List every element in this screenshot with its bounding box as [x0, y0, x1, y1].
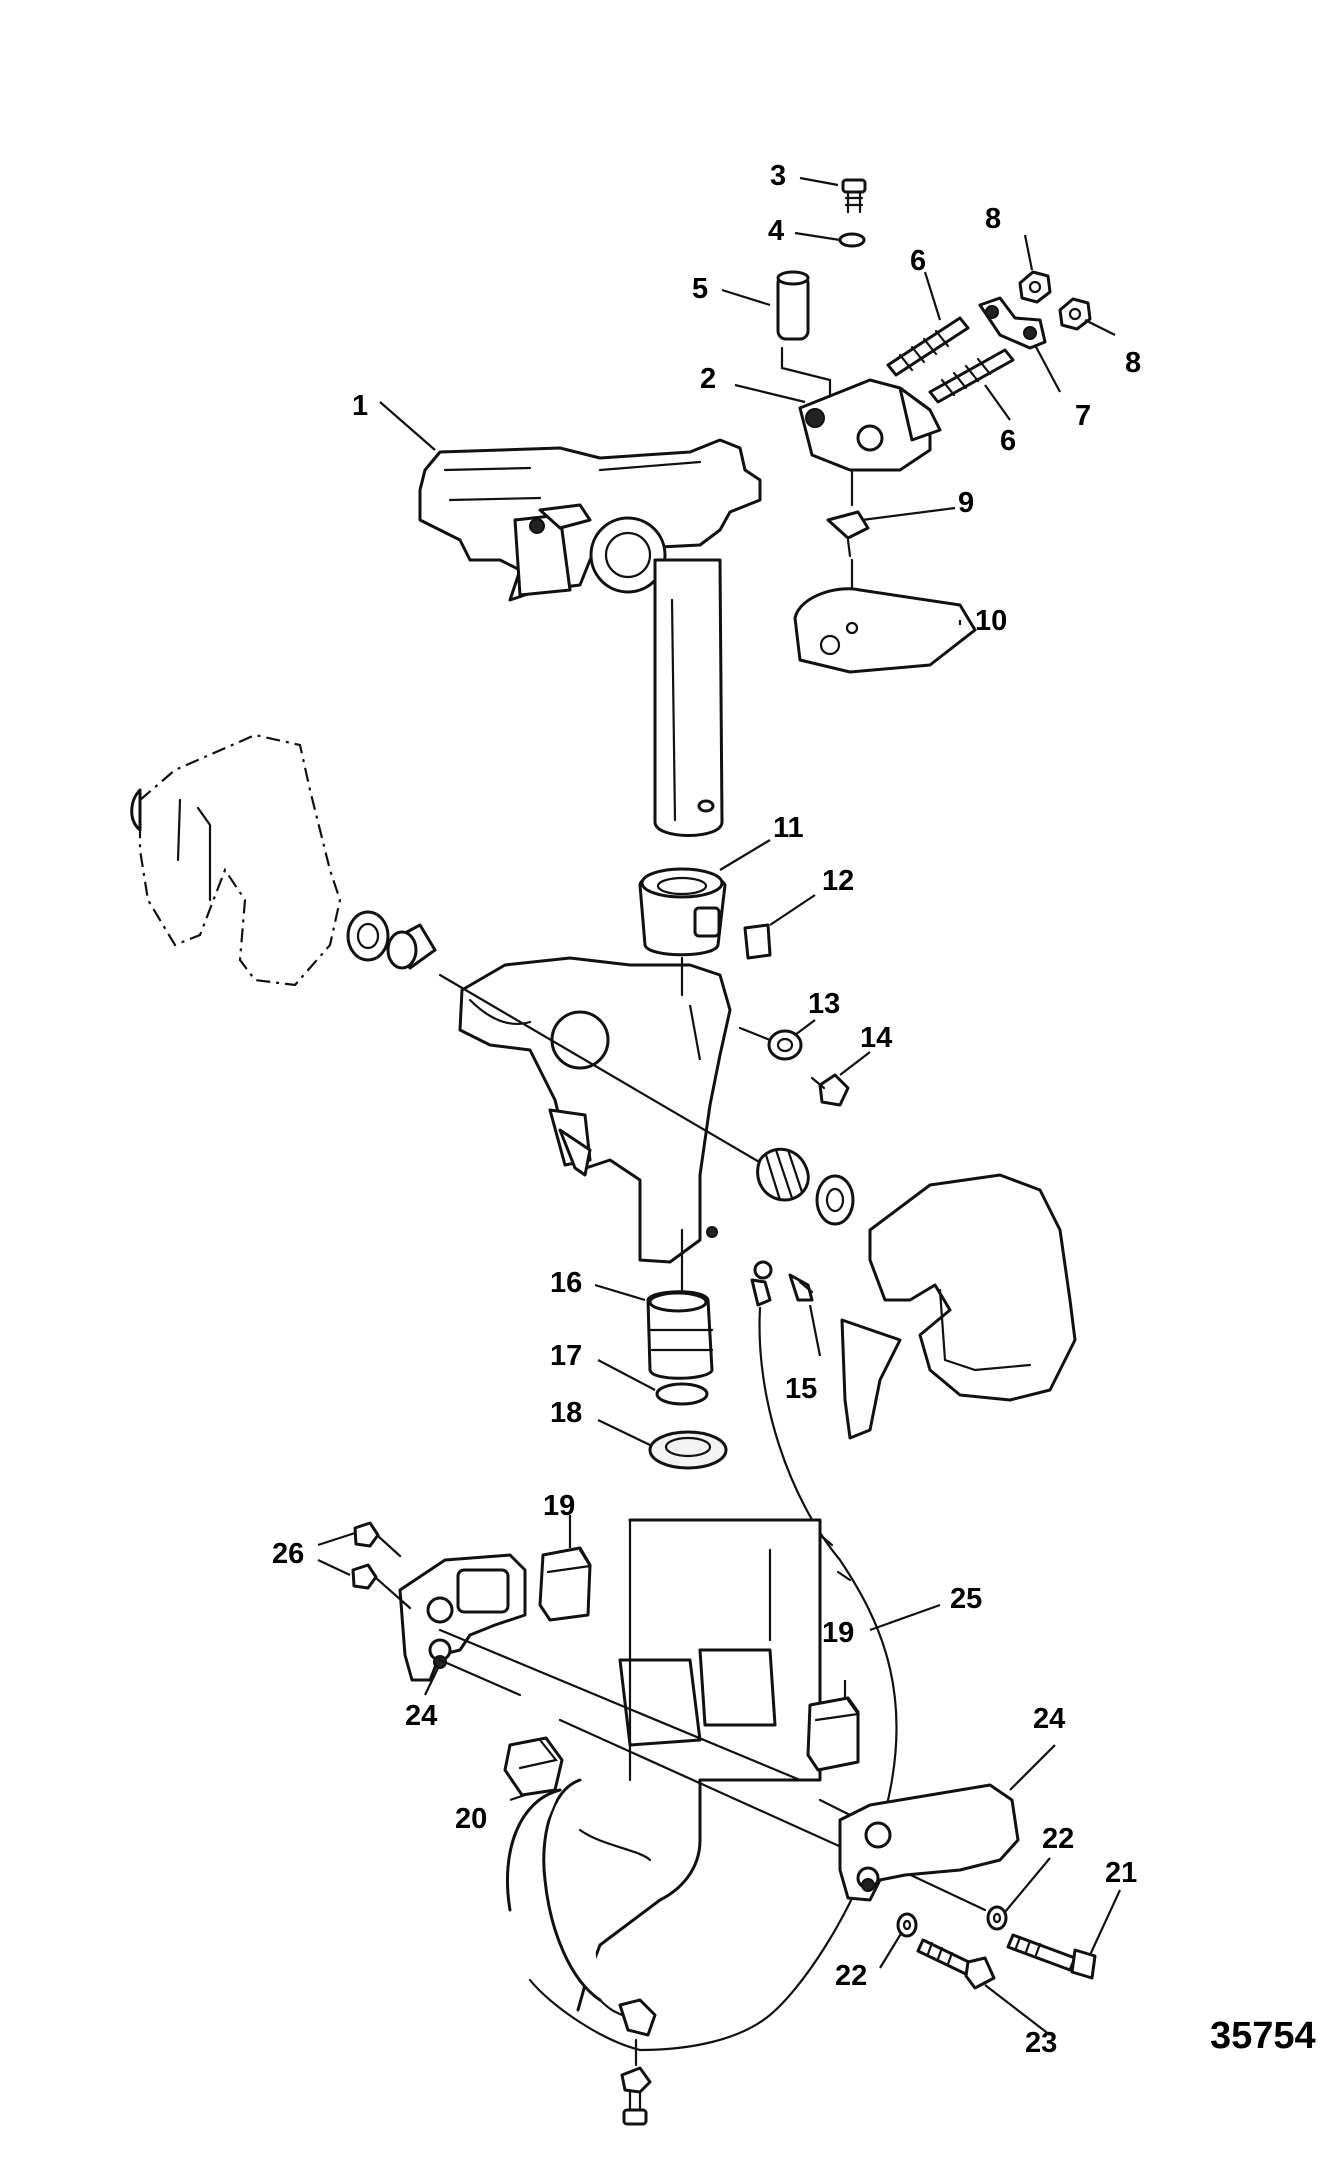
o-ring-17	[655, 1382, 709, 1406]
callout-20: 20	[455, 1803, 487, 1835]
callout-22-right: 22	[1042, 1823, 1074, 1855]
callout-6-lower: 6	[1000, 425, 1016, 457]
bolt-21	[1006, 1933, 1097, 1980]
callout-2: 2	[700, 363, 716, 395]
callout-21: 21	[1105, 1857, 1137, 1889]
clip-12	[743, 923, 772, 960]
callout-11: 11	[773, 812, 804, 844]
screw-15	[788, 1273, 814, 1302]
callout-22-left: 22	[835, 1960, 867, 1992]
rubber-mount-19-lower	[806, 1696, 860, 1772]
callout-8-upper: 8	[985, 203, 1001, 235]
callout-1: 1	[352, 390, 368, 422]
mount-bracket-24-left	[398, 1553, 527, 1682]
screw-14	[810, 1073, 850, 1107]
callout-18: 18	[550, 1397, 582, 1429]
callout-9: 9	[958, 487, 974, 519]
stud-6-lower	[928, 348, 1015, 404]
screw-9	[826, 510, 870, 558]
ground-terminal	[750, 1260, 773, 1307]
bushing-13	[767, 1029, 803, 1061]
callout-19-upper: 19	[543, 1490, 575, 1522]
callout-15: 15	[785, 1373, 817, 1405]
bolt-23	[916, 1938, 996, 1990]
callout-12: 12	[822, 865, 854, 897]
callout-14: 14	[860, 1022, 892, 1054]
mount-bracket-24-right	[838, 1783, 1020, 1902]
leader-lines	[317, 176, 1121, 2036]
bushing-left	[386, 923, 437, 970]
pivot-axis	[438, 973, 792, 1182]
steering-tube	[653, 558, 724, 837]
clamp-2	[798, 378, 942, 472]
callout-3: 3	[770, 160, 786, 192]
nut-8-left	[1018, 270, 1052, 304]
left-side-bracket	[130, 733, 342, 987]
stud-6-upper	[886, 316, 970, 377]
washer-22-left	[896, 1912, 918, 1938]
nut-26-lower	[351, 1563, 378, 1590]
washer-22-right	[986, 1905, 1008, 1931]
bushing-5	[776, 270, 810, 341]
callout-8-lower: 8	[1125, 347, 1141, 379]
nut-26-upper	[353, 1521, 380, 1548]
seal-18	[648, 1430, 728, 1470]
rubber-mount-19-upper	[538, 1546, 592, 1622]
callout-labels: 1 2 3 4 5 6 6 7 8 8 9 10 11 12 13 14 15 …	[272, 160, 1141, 2059]
callout-7: 7	[1075, 400, 1091, 432]
rubber-mount-20	[503, 1736, 564, 1797]
strap-end-terminal	[598, 1998, 657, 2037]
diagram-reference-number: 35754	[1210, 2015, 1316, 2057]
callout-10: 10	[975, 605, 1007, 637]
callout-25: 25	[950, 1583, 982, 1615]
steering-bracket-part	[418, 438, 762, 602]
bolt-3	[841, 178, 867, 214]
bracket-7	[978, 296, 1047, 350]
callout-13: 13	[808, 988, 840, 1020]
callout-24-left: 24	[405, 1700, 437, 1732]
bushing-11	[638, 867, 727, 957]
right-side-bracket	[840, 1173, 1077, 1440]
bottom-screw	[620, 2066, 652, 2126]
washer-left	[346, 910, 390, 962]
callout-16: 16	[550, 1267, 582, 1299]
callout-4: 4	[768, 215, 784, 247]
spring	[756, 1147, 810, 1202]
callout-19-lower: 19	[822, 1617, 854, 1649]
callout-24-right: 24	[1033, 1703, 1065, 1735]
callout-17: 17	[550, 1340, 582, 1372]
nut-8-right	[1058, 297, 1092, 331]
driveshaft-housing	[505, 1518, 822, 2012]
callout-5: 5	[692, 273, 708, 305]
callout-26: 26	[272, 1538, 304, 1570]
washer-right	[815, 1174, 855, 1226]
swivel-bracket-body	[458, 956, 732, 1264]
callout-6-upper: 6	[910, 245, 926, 277]
through-line-lower	[438, 1658, 987, 1912]
plate-10	[793, 587, 977, 674]
washer-4	[838, 232, 866, 248]
callout-23: 23	[1025, 2027, 1057, 2059]
bushing-16	[646, 1290, 714, 1380]
